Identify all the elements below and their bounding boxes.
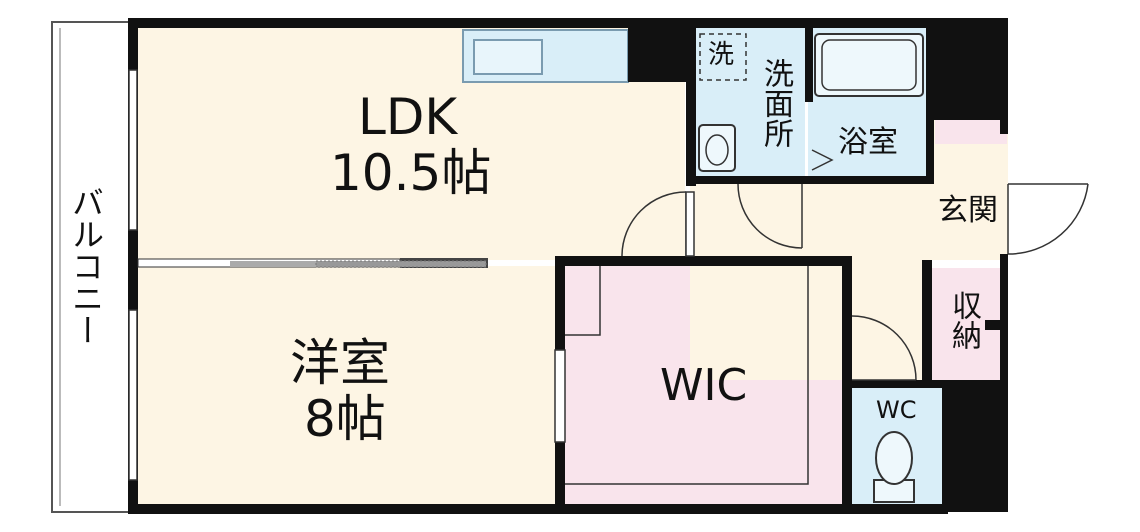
basin-bowl bbox=[705, 134, 729, 166]
western-room-name: 洋室 bbox=[290, 334, 390, 392]
entrance-name: 玄関 bbox=[938, 193, 998, 228]
partition-panel bbox=[230, 261, 400, 267]
wash-basin bbox=[698, 124, 736, 172]
wic-shelf-bottom bbox=[565, 266, 809, 485]
wic-shelf bbox=[565, 266, 601, 336]
western-room-floor bbox=[135, 266, 555, 506]
entrance-step bbox=[935, 120, 1007, 144]
balcony-area bbox=[51, 21, 133, 513]
walls bbox=[128, 18, 1008, 514]
washroom-name: 洗面所 bbox=[758, 58, 793, 148]
bathtub-inner bbox=[821, 39, 917, 91]
bath-door bbox=[811, 149, 834, 171]
ldk-size: 10.5帖 bbox=[330, 144, 492, 202]
storage-name: 収納 bbox=[946, 290, 981, 350]
wic-door bbox=[554, 349, 566, 443]
bath-name: 浴室 bbox=[838, 125, 898, 160]
toilet-bowl bbox=[875, 431, 913, 485]
bathtub bbox=[814, 33, 924, 97]
washer-space bbox=[699, 33, 747, 81]
window-ldk bbox=[128, 69, 138, 231]
wc-name: WC bbox=[876, 396, 917, 424]
kitchen-sink bbox=[473, 39, 543, 75]
washer-label: 洗 bbox=[708, 40, 735, 70]
wic-name: WIC bbox=[660, 360, 748, 411]
partition-pattern bbox=[315, 260, 487, 268]
door-swings bbox=[621, 183, 1089, 381]
ldk-name: LDK bbox=[358, 88, 458, 146]
hallway-floor bbox=[690, 180, 930, 380]
balcony-name: バルコニー bbox=[67, 186, 105, 346]
western-room-size: 8帖 bbox=[304, 390, 386, 448]
window-western bbox=[128, 309, 138, 481]
